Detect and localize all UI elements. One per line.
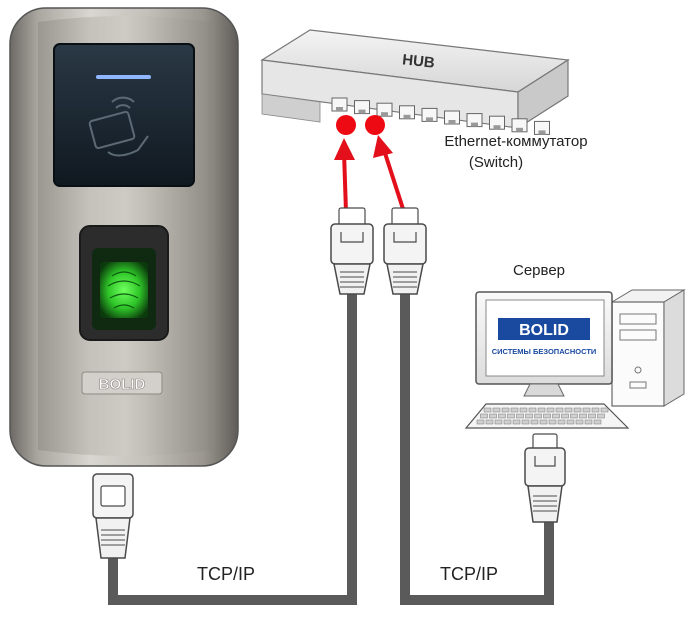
- card-tap-icon: [88, 96, 149, 157]
- tcp-ip-label-right: TCP/IP: [440, 564, 499, 584]
- hub-label: HUB: [401, 51, 435, 71]
- port-marker-2: [365, 115, 385, 135]
- switch-name-label: Ethernet-коммутатор: [444, 133, 588, 150]
- cable-right: [400, 292, 554, 605]
- reader-logo: BOLID: [99, 376, 146, 393]
- cable-left: [108, 292, 357, 605]
- link-arrow-left: [334, 138, 355, 213]
- status-led: [96, 75, 151, 79]
- switch-caption: Ethernet-коммутатор (Switch): [418, 131, 614, 173]
- rj45-connector-icon: [524, 433, 566, 523]
- monitor-tagline: СИСТЕМЫ БЕЗОПАСНОСТИ: [492, 347, 597, 356]
- server-computer: BOLID СИСТЕМЫ БЕЗОПАСНОСТИ: [464, 289, 686, 429]
- port-marker-1: [336, 115, 356, 135]
- access-control-reader: BOLID: [9, 7, 239, 467]
- server-label: Сервер: [513, 262, 566, 279]
- network-switch: HUB: [260, 29, 570, 135]
- rj45-connector-icon: [330, 207, 374, 295]
- rj45-connector-icon: [92, 473, 134, 559]
- link-arrow-right: [373, 135, 406, 213]
- switch-ports: [331, 97, 550, 135]
- system-unit-icon: [610, 289, 686, 407]
- reader-screen: [53, 43, 195, 187]
- rj45-connector-icon: [383, 207, 427, 295]
- monitor-logo: BOLID: [519, 322, 569, 339]
- keyboard-icon: [464, 403, 630, 429]
- fingerprint-sensor-icon: [100, 262, 148, 318]
- switch-sub-label: (Switch): [468, 154, 524, 171]
- tcp-ip-label-left: TCP/IP: [197, 564, 256, 584]
- monitor-logo-box: [498, 318, 590, 340]
